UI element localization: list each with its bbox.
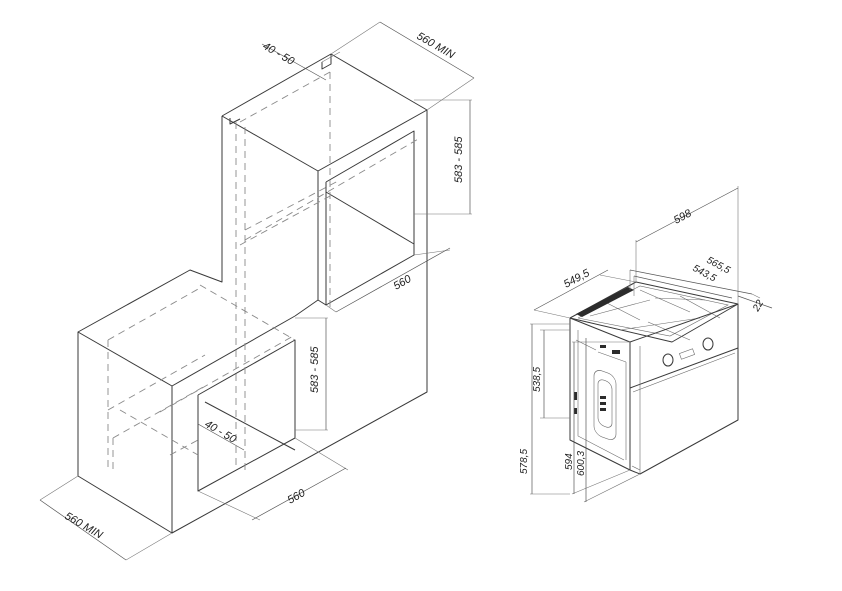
oven-vent-strip (576, 287, 634, 317)
oven-body-height-label: 538,5 (532, 367, 543, 392)
cabinet-lower-depth-label: 560 (286, 487, 309, 507)
oven-front-panel (629, 303, 739, 475)
oven-control-panel-divider (629, 347, 739, 389)
cabinet-drawing: 560 MIN 40 - 50 583 - 585 560 583 - 585 … (39, 21, 475, 561)
oven-total-height-label: 578,5 (519, 449, 530, 474)
cabinet-top-width-label: 560 MIN (415, 30, 457, 61)
upper-column-outline (77, 53, 428, 534)
oven-knob-right (702, 337, 714, 351)
oven-front-thickness-label: 22 (751, 298, 767, 314)
oven-width-label: 598 (672, 207, 695, 227)
cabinet-lower-gap-label: 40 - 50 (203, 418, 239, 446)
cabinet-base-width-label: 560 MIN (63, 510, 105, 541)
cabinet-upper-depth-label: 560 (392, 273, 415, 293)
upper-column-top-edge (317, 109, 428, 172)
oven-fan-plate (593, 370, 617, 440)
upper-column-edge (221, 115, 319, 172)
cabinet-lower-height-label: 583 - 585 (309, 346, 321, 393)
lower-box-front-top (77, 331, 173, 387)
cabinet-upper-height-label: 583 - 585 (453, 136, 465, 183)
oven-door-height-label: 600,3 (576, 451, 587, 476)
oven-knob-left (662, 353, 674, 367)
oven-drawing: 598 565,5 543,5 22 549,5 538,5 578,5 594 (519, 186, 773, 503)
cabinet-top-gap-label: 40 - 50 (261, 40, 297, 68)
oven-display (679, 348, 695, 360)
oven-front-height-label: 594 (564, 453, 575, 470)
